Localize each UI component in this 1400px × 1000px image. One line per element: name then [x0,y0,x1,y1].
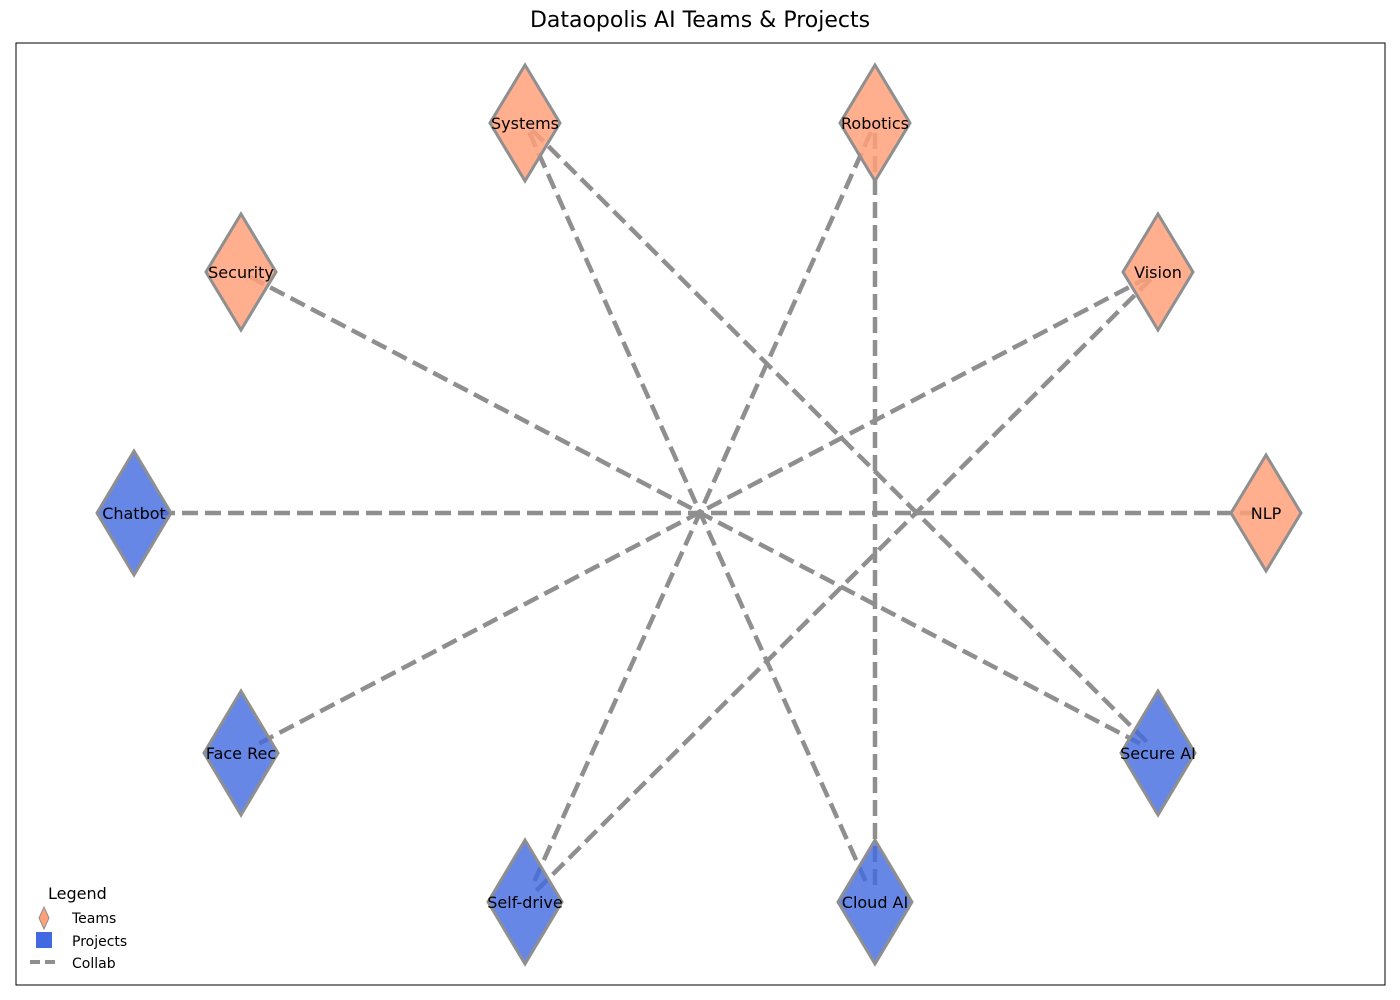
node-label-cloudai: Cloud AI [842,893,908,912]
node-facerec[interactable] [202,688,280,818]
node-label-secureai: Secure AI [1120,744,1196,763]
node-robotics[interactable] [838,62,912,184]
legend-collab-label: Collab [72,956,116,972]
edge-robotics-selfdrive [529,131,873,889]
plot-frame [15,42,1386,986]
node-label-facerec: Face Rec [206,744,276,763]
node-chatbot[interactable] [95,448,173,578]
node-systems[interactable] [488,62,562,184]
edges-layer [150,128,1256,893]
node-label-robotics: Robotics [841,114,909,133]
edge-systems-secureai [530,128,1149,744]
node-cloudai[interactable] [836,837,914,967]
legend-projects-marker [36,932,52,948]
node-label-security: Security [208,263,274,282]
node-label-selfdrive: Self-drive [487,893,562,912]
node-label-nlp: NLP [1251,504,1282,523]
node-security[interactable] [204,211,278,333]
node-vision[interactable] [1121,211,1195,333]
legend-teams-label: Teams [71,911,116,927]
node-label-systems: Systems [491,114,559,133]
node-selfdrive[interactable] [486,837,564,967]
edge-security-secureai [248,274,1145,748]
legend-projects-label: Projects [72,934,127,950]
edge-vision-facerec [254,274,1151,748]
node-label-vision: Vision [1134,263,1182,282]
diagram-title: Dataopolis AI Teams & Projects [529,8,871,33]
node-nlp[interactable] [1229,452,1303,574]
node-secureai[interactable] [1119,688,1197,818]
legend-title: Legend [48,884,107,903]
legend: Legend Teams Projects Collab [30,884,127,972]
legend-teams-marker [38,905,50,931]
edge-vision-selfdrive [534,277,1153,893]
node-label-chatbot: Chatbot [102,504,166,523]
